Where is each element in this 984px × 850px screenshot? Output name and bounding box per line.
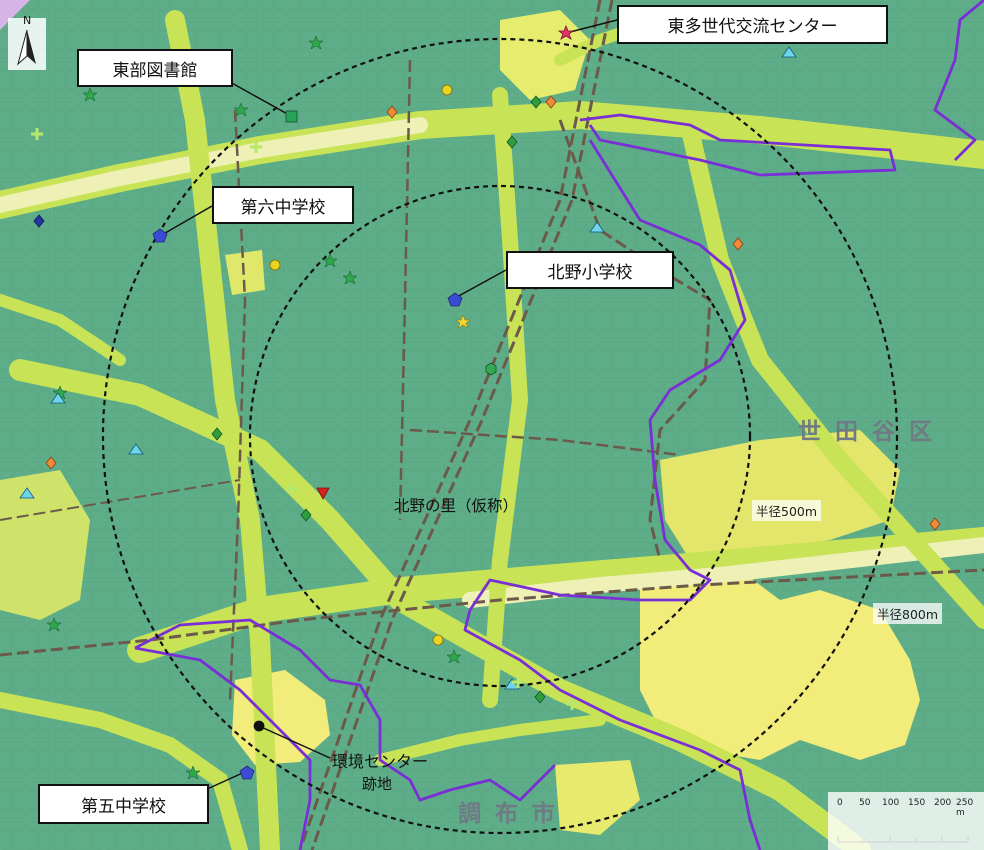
callout-leaders bbox=[159, 19, 618, 791]
scale-tick-150: 150 bbox=[908, 798, 926, 808]
school-symbol-dai6 bbox=[152, 228, 168, 243]
callout-dai6-jhs: 第六中学校 bbox=[212, 186, 354, 224]
callout-dai5-jhs: 第五中学校 bbox=[38, 784, 209, 824]
municipal-boundaries bbox=[134, 0, 984, 850]
radius-500m-circle bbox=[248, 184, 752, 688]
scale-tick-50: 50 bbox=[859, 798, 871, 808]
school-symbol-kitano bbox=[447, 292, 463, 307]
facility-symbols bbox=[19, 24, 941, 780]
scale-tick-100: 100 bbox=[882, 798, 900, 808]
scale-tick-250: 250 m bbox=[956, 798, 974, 818]
top-left-pink-area bbox=[0, 0, 30, 30]
scale-bar: 0 50 100 150 200 250 m bbox=[828, 792, 984, 850]
ward-label-chofu: 調布市 bbox=[458, 801, 569, 827]
ward-label-setagaya: 世田谷区 bbox=[798, 419, 946, 445]
former-center-label-line1: 環境センター bbox=[332, 752, 429, 771]
site-marker-kitano bbox=[316, 487, 330, 500]
callout-kitano-es: 北野小学校 bbox=[506, 251, 674, 289]
former-center-label-line2: 跡地 bbox=[362, 775, 393, 793]
center-symbol-higashitama bbox=[557, 24, 575, 40]
site-label-kitano-no-sato: 北野の里（仮称） bbox=[394, 497, 519, 515]
yellow-zone-right bbox=[640, 570, 920, 760]
radius-800m-label: 半径800m bbox=[873, 603, 943, 624]
buffer-circles bbox=[101, 37, 899, 835]
yellow-zone-left-mid bbox=[225, 250, 265, 295]
library-symbol bbox=[285, 110, 298, 123]
north-label: N bbox=[23, 14, 32, 27]
former-site-dot bbox=[253, 720, 265, 732]
callout-tobu-library: 東部図書館 bbox=[77, 49, 233, 87]
scale-tick-200: 200 bbox=[934, 798, 952, 808]
yellow-zone-bottom-right bbox=[555, 760, 640, 835]
yellow-zone-left bbox=[0, 470, 90, 620]
north-arrow-icon bbox=[8, 18, 46, 70]
school-symbol-dai5 bbox=[239, 765, 255, 780]
callout-higashitama-center: 東多世代交流センター bbox=[617, 5, 888, 44]
radius-800m-circle bbox=[101, 37, 899, 835]
scale-tick-0: 0 bbox=[837, 798, 843, 808]
radius-500m-label: 半径500m bbox=[752, 500, 822, 521]
